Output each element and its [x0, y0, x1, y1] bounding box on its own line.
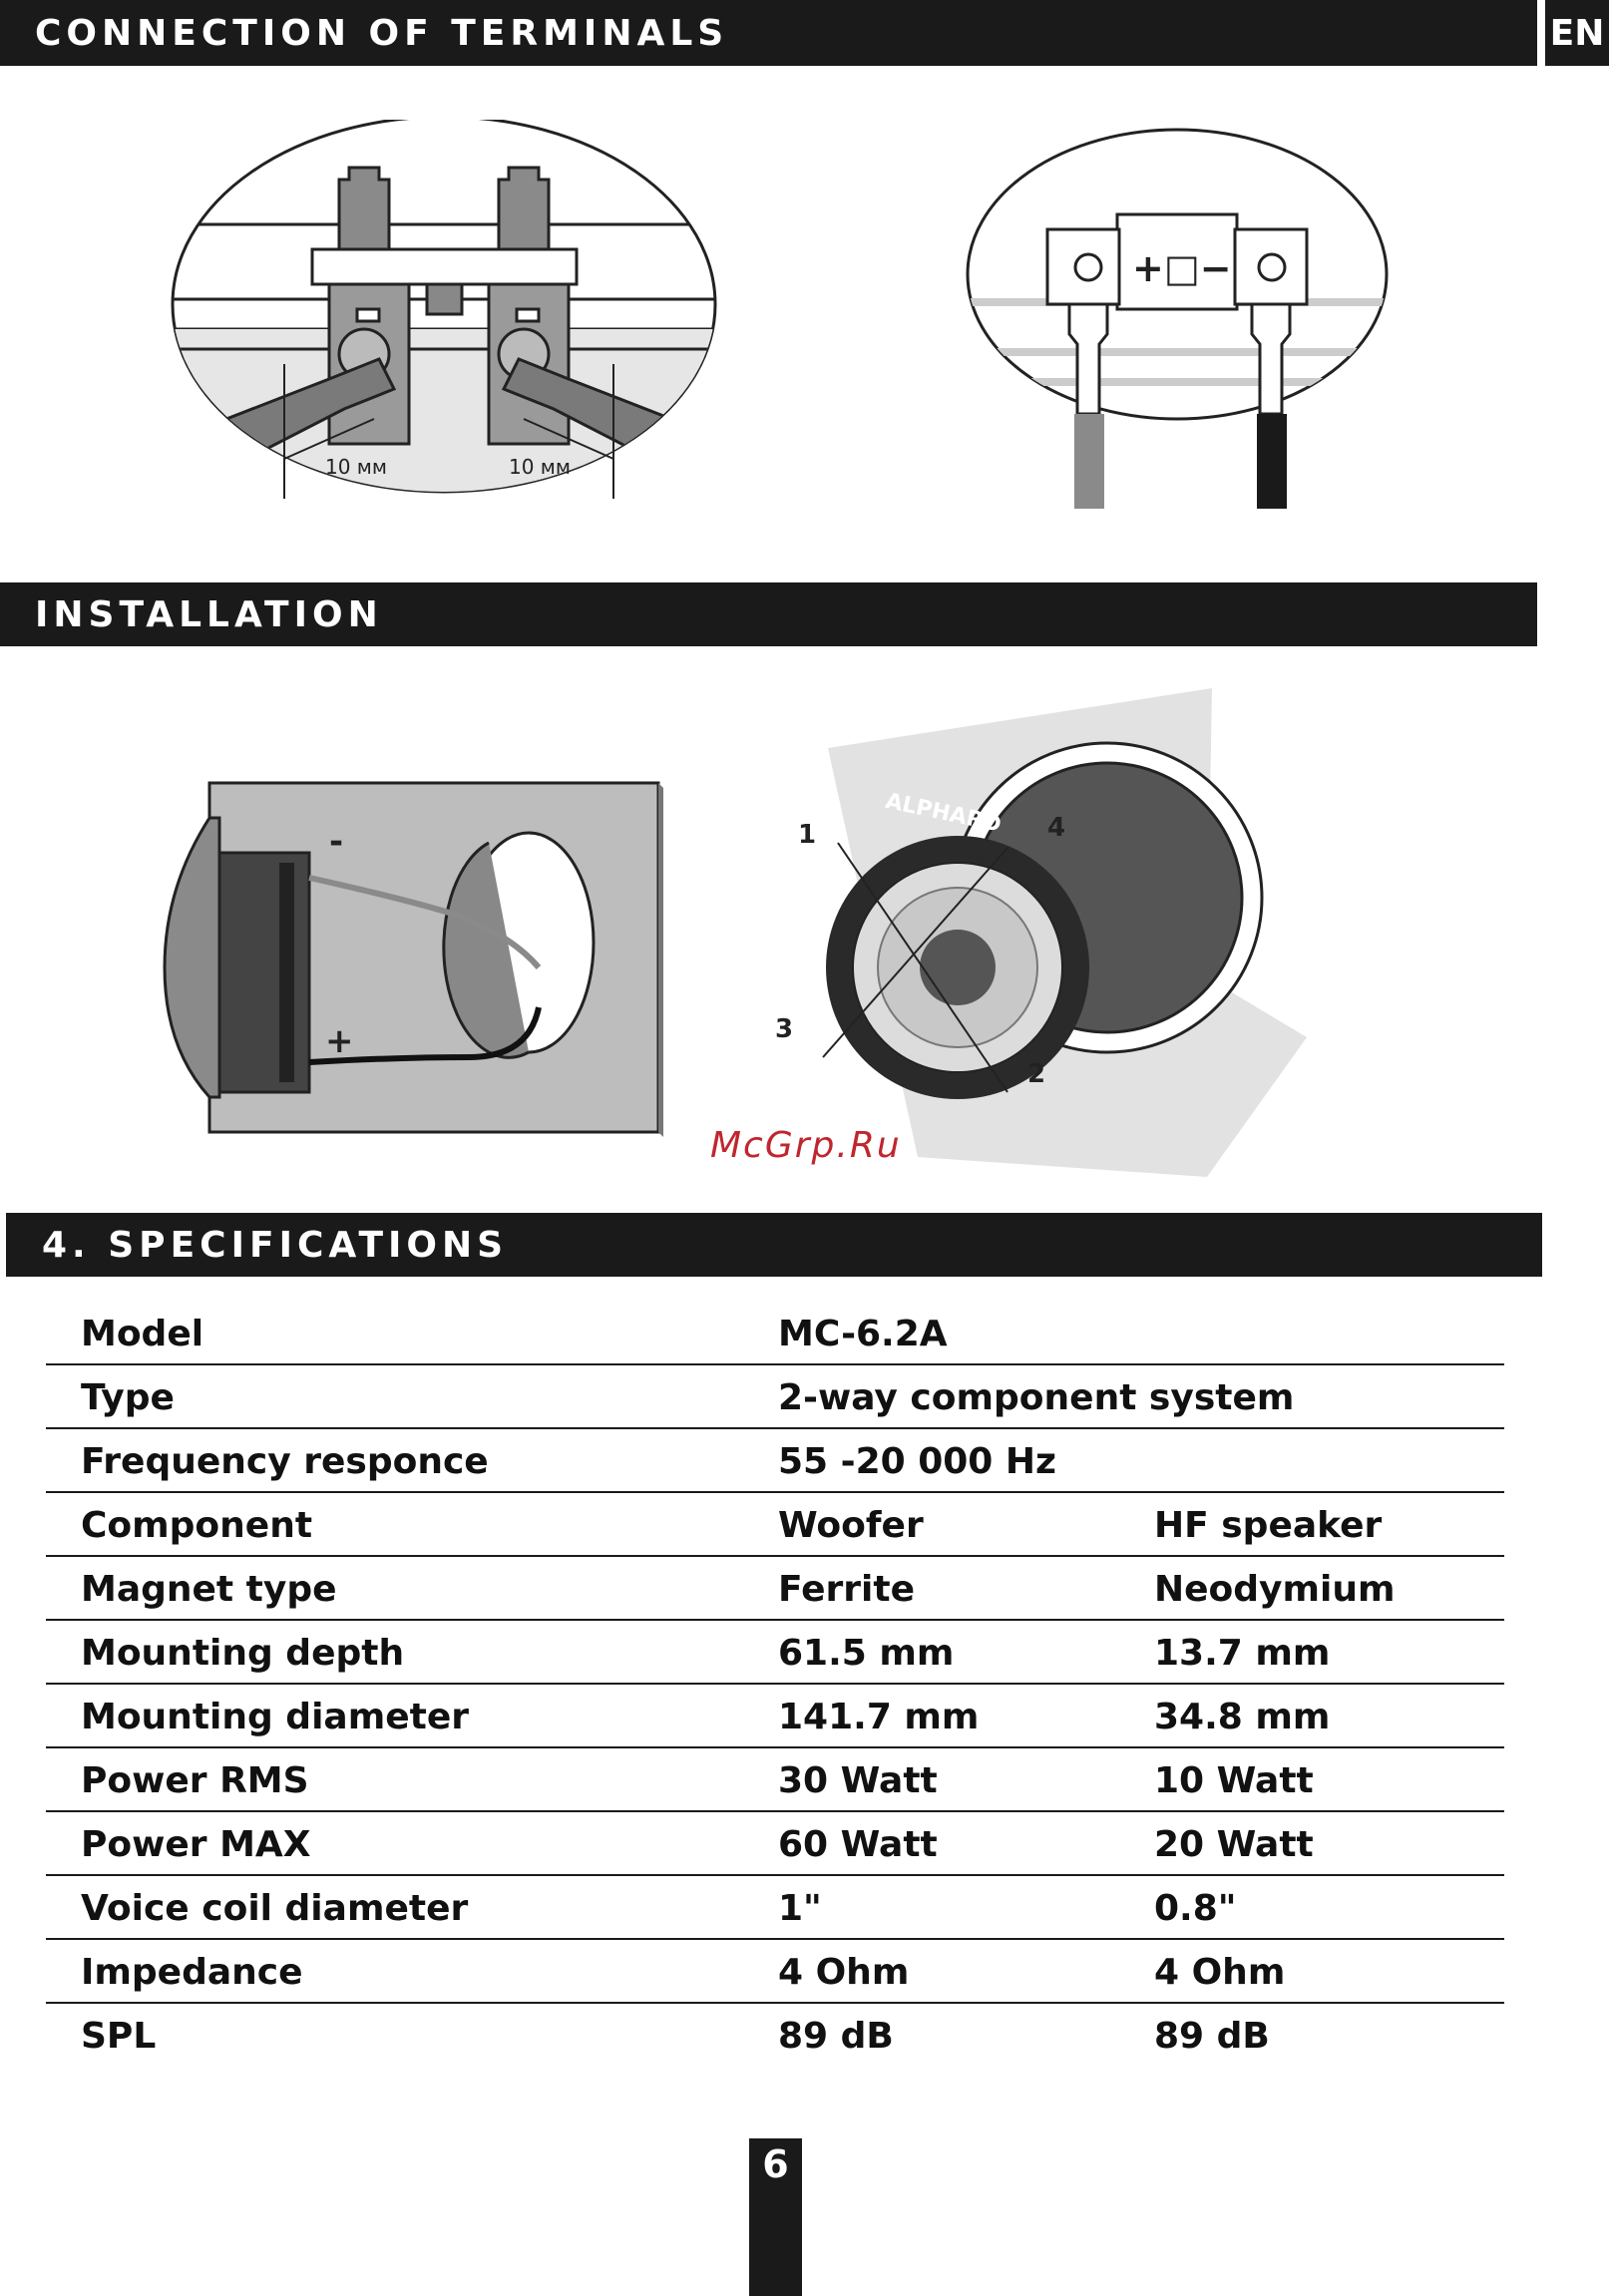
spec-value: 1": [778, 1888, 822, 1929]
spec-label: Component: [81, 1505, 313, 1546]
plus-terminal-label: +: [325, 1021, 354, 1061]
table-row: Component Woofer HF speaker: [46, 1493, 1504, 1557]
spec-label: Frequency responce: [81, 1441, 489, 1482]
section-header-terminals: CONNECTION OF TERMINALS: [0, 0, 1537, 66]
specifications-table: Model MC-6.2A Type 2-way component syste…: [46, 1302, 1504, 2066]
spec-value: MC-6.2A: [778, 1314, 948, 1354]
spec-value: 141.7 mm: [778, 1697, 980, 1737]
dimension-label-left: 10 мм: [325, 455, 387, 479]
spec-value: Ferrite: [778, 1569, 916, 1610]
spec-value: 30 Watt: [778, 1760, 938, 1801]
spec-label: Voice coil diameter: [81, 1888, 469, 1929]
screw-label-1: 1: [798, 820, 816, 850]
spec-label: Mounting diameter: [81, 1697, 470, 1737]
section-header-installation: INSTALLATION: [0, 582, 1537, 646]
spec-value-hf: 4 Ohm: [1154, 1952, 1286, 1993]
spec-value: 55 -20 000 Hz: [778, 1441, 1056, 1482]
spec-label: Power MAX: [81, 1824, 311, 1865]
spec-label: Impedance: [81, 1952, 303, 1993]
terminal-crimp-illustration: 10 мм 10 мм: [171, 120, 717, 499]
spec-label: SPL: [81, 2016, 157, 2057]
polarity-label: +□−: [1132, 246, 1232, 290]
section-title: 4. SPECIFICATIONS: [42, 1224, 509, 1266]
section-title: INSTALLATION: [35, 593, 383, 635]
table-row: Impedance 4 Ohm 4 Ohm: [46, 1940, 1504, 2004]
screw-label-4: 4: [1047, 813, 1065, 843]
page-number: 6: [749, 2138, 802, 2296]
table-row: Voice coil diameter 1" 0.8": [46, 1876, 1504, 1940]
spec-label: Model: [81, 1314, 204, 1354]
minus-terminal-label: -: [329, 822, 343, 862]
woofer-installation-illustration: ALPHARD 1 2 3 4: [775, 688, 1307, 1177]
spec-value-hf: 13.7 mm: [1154, 1633, 1331, 1674]
spec-value-hf: 0.8": [1154, 1888, 1237, 1929]
spec-value-hf: 34.8 mm: [1154, 1697, 1331, 1737]
spec-value-hf: 89 dB: [1154, 2016, 1270, 2057]
language-badge: EN: [1545, 0, 1609, 66]
screw-label-2: 2: [1027, 1059, 1045, 1089]
spec-value-hf: 20 Watt: [1154, 1824, 1314, 1865]
table-row: Type 2-way component system: [46, 1365, 1504, 1429]
table-row: Power MAX 60 Watt 20 Watt: [46, 1812, 1504, 1876]
watermark: McGrp.Ru: [710, 1125, 902, 1166]
spec-label: Mounting depth: [81, 1633, 405, 1674]
spec-value: 2-way component system: [778, 1377, 1295, 1418]
table-row: Mounting diameter 141.7 mm 34.8 mm: [46, 1685, 1504, 1748]
spec-label: Magnet type: [81, 1569, 337, 1610]
spec-value: 61.5 mm: [778, 1633, 955, 1674]
screw-label-3: 3: [775, 1014, 793, 1044]
table-row: SPL 89 dB 89 dB: [46, 2004, 1504, 2066]
spec-value: Woofer: [778, 1505, 924, 1546]
spec-value-hf: 10 Watt: [1154, 1760, 1314, 1801]
spec-value: 4 Ohm: [778, 1952, 910, 1993]
spec-value-hf: Neodymium: [1154, 1569, 1396, 1610]
section-header-specifications: 4. SPECIFICATIONS: [6, 1213, 1542, 1277]
table-row: Magnet type Ferrite Neodymium: [46, 1557, 1504, 1621]
section-title: CONNECTION OF TERMINALS: [35, 12, 729, 54]
terminal-polarity-illustration: +□−: [966, 128, 1389, 509]
table-row: Mounting depth 61.5 mm 13.7 mm: [46, 1621, 1504, 1685]
tweeter-installation-illustration: - +: [163, 781, 663, 1137]
spec-value: 60 Watt: [778, 1824, 938, 1865]
table-row: Power RMS 30 Watt 10 Watt: [46, 1748, 1504, 1812]
table-row: Frequency responce 55 -20 000 Hz: [46, 1429, 1504, 1493]
spec-label: Type: [81, 1377, 175, 1418]
spec-value-hf: HF speaker: [1154, 1505, 1383, 1546]
spec-label: Power RMS: [81, 1760, 309, 1801]
table-row: Model MC-6.2A: [46, 1302, 1504, 1365]
spec-value: 89 dB: [778, 2016, 894, 2057]
dimension-label-right: 10 мм: [509, 455, 571, 479]
